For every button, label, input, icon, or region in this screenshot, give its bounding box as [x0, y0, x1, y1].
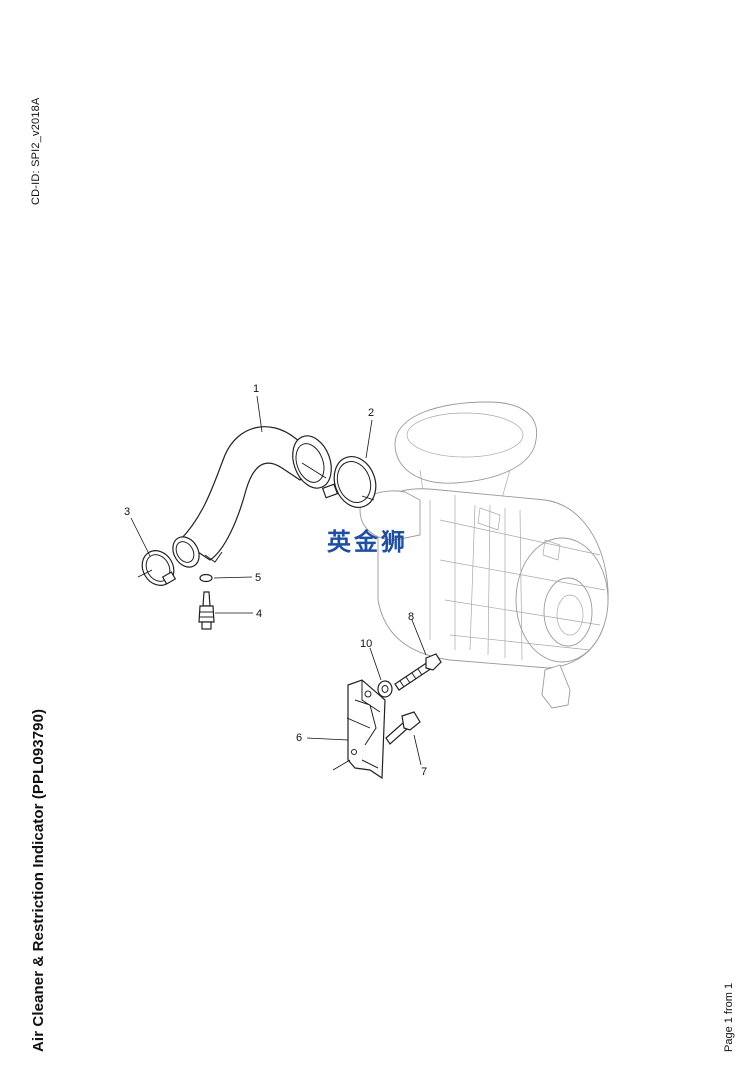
callout-6: 6: [296, 732, 302, 744]
intake-hose: [172, 426, 332, 568]
callout-4: 4: [256, 608, 262, 620]
o-ring: [199, 573, 213, 583]
callout-1: 1: [253, 383, 259, 395]
watermark-logo: 英金狮: [327, 528, 408, 556]
restriction-indicator: [198, 591, 215, 630]
callout-3: 3: [124, 506, 130, 518]
long-bolt: [394, 653, 442, 691]
short-bolt: [385, 711, 421, 745]
callout-5: 5: [255, 572, 261, 584]
callout-numbers: 1 2 3 4 5 6 7 8 10: [124, 383, 427, 778]
hose-clamp-small: [141, 550, 177, 586]
callout-10: 10: [360, 638, 372, 650]
leader-lines: [130, 395, 427, 771]
hose-clamp-large: [321, 456, 377, 508]
washer: [377, 680, 393, 698]
mounting-bracket: [347, 679, 386, 780]
callout-2: 2: [368, 407, 374, 419]
callout-7: 7: [421, 766, 427, 778]
air-cleaner-assembly: [359, 401, 609, 709]
callout-8: 8: [408, 611, 414, 623]
